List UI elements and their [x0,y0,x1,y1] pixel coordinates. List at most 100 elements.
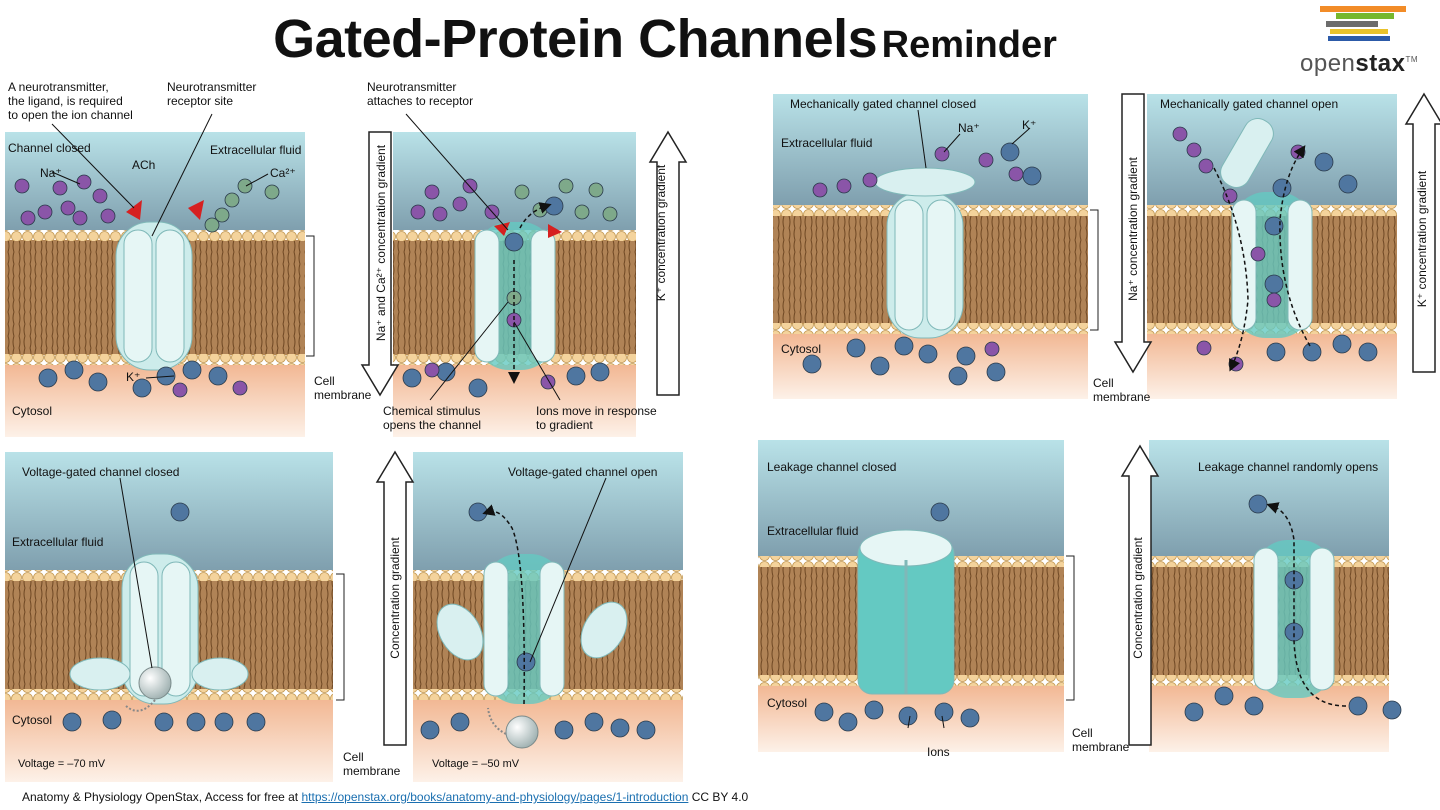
ca-ion [264,184,280,200]
footer-suffix: CC BY 4.0 [691,790,749,804]
channel-half-right [1309,547,1335,691]
membrane-bracket [336,573,345,701]
leader-line [151,113,213,237]
label-ions: Ions [927,745,950,759]
label-k-mech: K⁺ [1022,118,1037,132]
note-receptor: Neurotransmitter receptor site [167,80,257,108]
leader-line [513,321,561,401]
scene-volt-closed-cytosol [5,700,333,782]
ion-path-arrow [1213,167,1249,372]
k-ion [1264,216,1284,236]
k-ion [450,712,470,732]
mech-channel-open [1231,192,1313,338]
channel-half-right [155,229,185,363]
leader-line [1011,127,1031,145]
k-ion [1214,686,1234,706]
ach-ligand-bound [494,222,510,236]
footer-prefix: Anatomy & Physiology OpenStax, Access fo… [22,790,299,804]
ca-ion [602,206,618,222]
na-ion [100,208,116,224]
label-ca: Ca²⁺ [270,166,296,180]
k-ion [960,708,980,728]
k-ion [544,196,564,216]
gradient-arrow [1113,93,1153,374]
ca-ion [588,182,604,198]
ca-ion [224,192,240,208]
k-ion [930,502,950,522]
k-ion [898,706,918,726]
k-ion [1248,494,1268,514]
leader-line [429,301,509,401]
na-ion [172,382,188,398]
ach-ligand [126,200,142,220]
footer-attribution: Anatomy & Physiology OpenStax, Access fo… [22,790,748,804]
k-ion [986,362,1006,382]
channel-half-right [926,199,956,331]
k-ion [584,712,604,732]
na-ion [92,188,108,204]
k-ion [154,712,174,732]
gradient-k-mech: K⁺ concentration gradient [1415,170,1429,308]
scene-ligand-open-extracellular [393,132,636,230]
na-ion [14,178,30,194]
k-ion [1358,342,1378,362]
k-ion [214,712,234,732]
title-sub: Reminder [881,24,1057,66]
note-attach: Neurotransmitter attaches to receptor [367,80,474,108]
leader-line [943,133,961,153]
channel-half-left [474,229,500,363]
na-ion [836,178,852,194]
k-ion [1184,702,1204,722]
k-ion [170,502,190,522]
k-ion [864,700,884,720]
ca-ion [214,207,230,223]
leader-line [119,477,153,669]
volt-inactivation-gate [138,666,172,700]
gradient-leak: Concentration gradient [1131,537,1145,659]
scene-leak-open-extracellular [1149,440,1389,556]
gradient-arrow [1404,92,1440,373]
na-ion [1228,356,1244,372]
label-mech-open: Mechanically gated channel open [1160,97,1339,111]
volt-flap-left-open [436,603,484,661]
k-ion [38,368,58,388]
logo-text-bold: stax [1355,50,1406,77]
logo-wordmark: openstaxTM [1300,50,1418,78]
k-ion [894,336,914,356]
channel-half-right [1287,199,1313,331]
k-ion [636,720,656,740]
volt-channel-open [483,554,565,704]
scene-volt-open-extracellular [413,452,683,570]
channel-half-left [1253,547,1279,691]
page-title: Gated-Protein Channels Reminder [0,8,1330,70]
channel-half-left [123,229,153,363]
na-ion [1222,188,1238,204]
channel-half-left [1231,199,1257,331]
gradient-na-mech: Na⁺ concentration gradient [1126,157,1140,301]
gradient-arrow [648,130,688,396]
footer-link[interactable]: https://openstax.org/books/anatomy-and-p… [301,790,689,804]
ca-ion [514,184,530,200]
k-ion [88,372,108,392]
logo-text-pre: open [1300,50,1356,77]
k-ion [62,712,82,732]
k-ion [590,362,610,382]
k-ion [1000,142,1020,162]
k-ion [1244,696,1264,716]
k-ion [64,360,84,380]
na-ion [72,210,88,226]
k-ion [610,718,630,738]
volt-flap-right-open [580,601,628,659]
na-ion [812,182,828,198]
k-ion [504,232,524,252]
channel-half-right [530,229,556,363]
label-leak-closed: Leakage channel closed [767,460,897,474]
membrane-bracket [1066,555,1075,701]
label-mech-closed: Mechanically gated channel closed [790,97,977,111]
ca-ion [574,204,590,220]
leader-line [51,123,135,209]
k-ion [814,702,834,722]
na-ion [432,206,448,222]
gradient-arrow [1120,444,1160,746]
k-ion [102,710,122,730]
